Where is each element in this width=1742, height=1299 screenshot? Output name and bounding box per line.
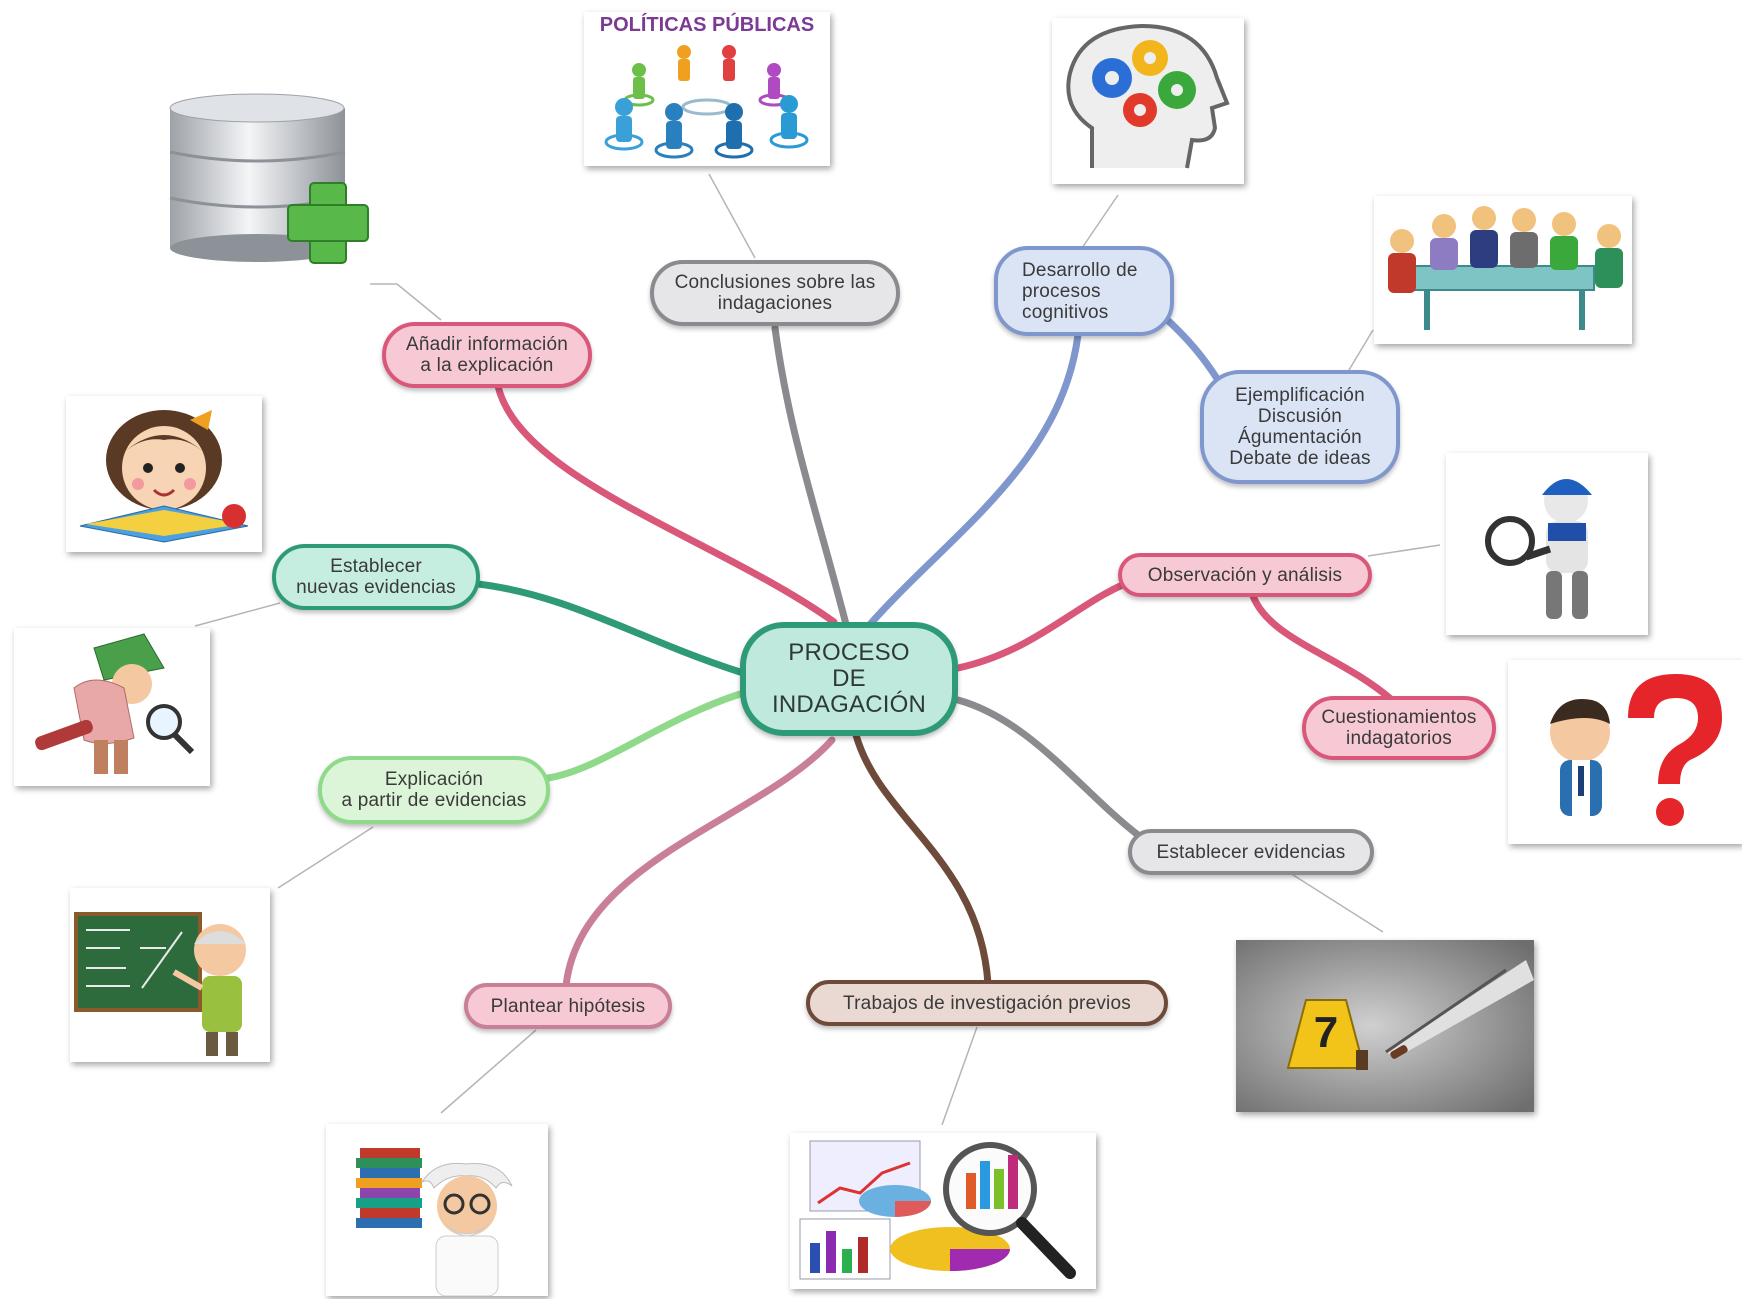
head-gears-icon: [1066, 23, 1230, 169]
teacher-chalkboard-image: [70, 888, 270, 1062]
connector-trabajos: [852, 731, 992, 988]
evidence-scene: [1236, 940, 1534, 1112]
people-network-icon: [604, 45, 809, 159]
connector-ejemplificacion: [1159, 312, 1222, 384]
leader-line: [1081, 194, 1119, 249]
professor-icon: [356, 1148, 513, 1296]
inspector-magnifier-image: [1446, 453, 1648, 635]
node-anadir-informacion[interactable]: Añadir información a la explicación: [382, 322, 592, 388]
node-plantear-hipotesis[interactable]: Plantear hipótesis: [464, 983, 672, 1029]
node-desarrollo-procesos-cognitivos[interactable]: Desarrollo de procesos cognitivos: [994, 246, 1174, 336]
node-explicacion-evidencias[interactable]: Explicación a partir de evidencias: [318, 756, 550, 824]
leader-line: [1348, 329, 1374, 371]
chalkboard-icon: [74, 912, 246, 1056]
connector-nuevas-evidencias: [474, 580, 744, 676]
question-mark-icon: [1550, 674, 1722, 826]
node-ejemplificacion[interactable]: Ejemplificación Discusión Águmentación D…: [1200, 370, 1400, 484]
central-topic-node[interactable]: PROCESO DE INDAGACIÓN: [740, 622, 958, 736]
connector-anadir: [494, 382, 838, 626]
charts-icon: [799, 1140, 1076, 1280]
image-leader-lines: [194, 173, 1441, 1126]
leader-line: [941, 1026, 978, 1126]
leader-line: [396, 283, 442, 321]
connector-desarrollo: [856, 331, 1082, 640]
node-establecer-evidencias[interactable]: Establecer evidencias: [1128, 829, 1374, 875]
brain-gears-image: [1052, 18, 1244, 184]
politicas-publicas-title: POLÍTICAS PÚBLICAS: [599, 14, 815, 36]
meeting-table-icon: [1388, 206, 1623, 330]
question-person-image: [1508, 660, 1742, 844]
leader-line: [1289, 872, 1384, 933]
plus-icon: [287, 182, 369, 264]
connector-hipotesis: [562, 736, 836, 990]
connector-observacion: [954, 574, 1144, 672]
database-icon: [169, 93, 369, 264]
professor-books-image: [326, 1124, 548, 1296]
evidence-marker-image: 7: [1236, 940, 1534, 1112]
leader-line: [194, 602, 281, 627]
node-nuevas-evidencias[interactable]: Establecer nuevas evidencias: [272, 544, 480, 610]
node-trabajos-investigacion[interactable]: Trabajos de investigación previos: [806, 980, 1168, 1026]
worker-magnifier-icon: [1485, 479, 1592, 619]
connector-establecer-evidencias: [954, 696, 1142, 839]
evidence-marker-number: 7: [1313, 1008, 1339, 1057]
database-add-image: [160, 88, 390, 268]
detective-image: [14, 628, 210, 786]
connector-cuestionamientos: [1249, 592, 1396, 704]
girl-reading-image: [66, 396, 262, 552]
leader-line: [277, 826, 374, 889]
charts-magnifier-image: [790, 1133, 1096, 1289]
node-cuestionamientos[interactable]: Cuestionamientos indagatorios: [1302, 696, 1496, 760]
node-conclusiones[interactable]: Conclusiones sobre las indagaciones: [650, 260, 900, 326]
leader-line: [1367, 544, 1441, 557]
politicas-publicas-image: POLÍTICAS PÚBLICAS: [584, 12, 830, 166]
connector-explicacion: [544, 690, 744, 782]
detective-icon: [35, 633, 195, 774]
leader-line: [440, 1029, 537, 1114]
girl-book-icon: [79, 410, 249, 543]
connector-conclusiones: [771, 324, 854, 644]
node-observacion-analisis[interactable]: Observación y análisis: [1118, 553, 1372, 597]
leader-line: [708, 173, 756, 259]
meeting-discussion-image: [1374, 196, 1632, 344]
